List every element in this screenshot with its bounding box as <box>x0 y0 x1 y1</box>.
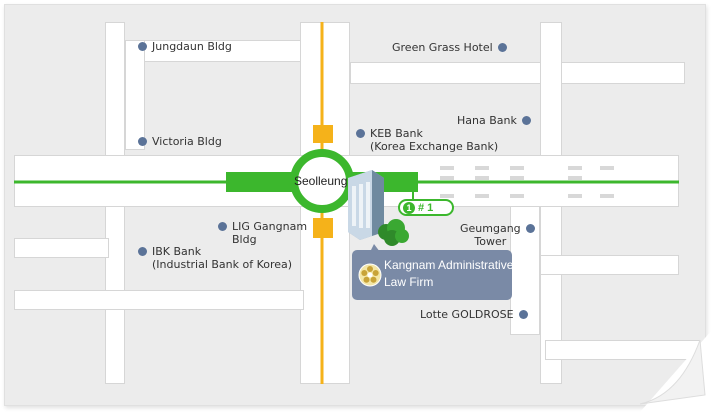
landmark-label: Jungdaun Bldg <box>152 40 232 53</box>
road-top-left-v <box>125 40 145 150</box>
landmark-victoria[interactable]: Victoria Bldg <box>138 135 222 148</box>
landmark-label: Hana Bank <box>457 114 517 127</box>
marker-dot-icon <box>138 247 147 256</box>
landmark-green-grass[interactable]: Green Grass Hotel <box>392 41 507 54</box>
yellow-platform-top <box>313 125 333 143</box>
road-top-right-h <box>350 62 685 84</box>
exit-marker[interactable]: 1 # 1 <box>398 199 454 216</box>
landmark-sublabel: Tower <box>474 235 507 248</box>
tree-icon <box>378 219 409 246</box>
crosswalk-markings <box>440 166 614 198</box>
marker-dot-icon <box>497 43 507 52</box>
landmark-geumgang[interactable]: Geumgang Tower <box>460 222 535 248</box>
landmark-label: IBK Bank <box>152 245 202 258</box>
marker-dot-icon <box>356 129 365 138</box>
landmark-label: KEB Bank <box>370 127 423 140</box>
landmark-lig[interactable]: LIG Gangnam Bldg <box>218 220 307 246</box>
station-name[interactable]: Seolleung <box>294 174 348 188</box>
page-curl-icon <box>639 330 712 412</box>
landmark-lotte[interactable]: Lotte GOLDROSE <box>420 308 528 321</box>
marker-dot-icon <box>138 42 147 51</box>
marker-dot-icon <box>218 222 227 231</box>
marker-dot-icon <box>521 116 531 125</box>
landmark-ibk[interactable]: IBK Bank (Industrial Bank of Korea) <box>138 245 292 271</box>
road-mid-left-h <box>14 238 109 258</box>
landmark-label: Lotte GOLDROSE <box>420 308 514 321</box>
exit-number-badge: 1 <box>403 201 415 214</box>
landmark-label: Victoria Bldg <box>152 135 222 148</box>
destination-callout[interactable]: Kangnam Administrative Law Firm <box>352 250 514 300</box>
road-mid-right-h <box>540 255 679 275</box>
landmark-label: LIG Gangnam <box>232 220 308 233</box>
landmark-label: Geumgang <box>460 222 521 235</box>
landmark-sublabel: (Korea Exchange Bank) <box>370 140 499 153</box>
landmark-sublabel: Bldg <box>232 233 257 246</box>
yellow-platform-bottom <box>313 218 333 238</box>
landmark-hana[interactable]: Hana Bank <box>457 114 531 127</box>
building-icon <box>348 170 384 240</box>
callout-line1: Kangnam Administrative <box>384 258 514 272</box>
marker-dot-icon <box>138 137 147 146</box>
landmark-jungdaun[interactable]: Jungdaun Bldg <box>138 40 232 53</box>
callout-line2: Law Firm <box>384 275 434 289</box>
emblem-icon <box>358 263 382 287</box>
marker-dot-icon <box>518 310 528 319</box>
marker-dot-icon <box>525 224 535 233</box>
callout-text: Kangnam Administrative Law Firm <box>384 257 514 291</box>
landmark-keb[interactable]: KEB Bank (Korea Exchange Bank) <box>356 127 498 153</box>
exit-label: # 1 <box>418 201 434 214</box>
landmark-sublabel: (Industrial Bank of Korea) <box>152 258 293 271</box>
green-platform-left <box>226 172 296 192</box>
road-bottom-left-h <box>14 290 304 310</box>
landmark-label: Green Grass Hotel <box>392 41 493 54</box>
